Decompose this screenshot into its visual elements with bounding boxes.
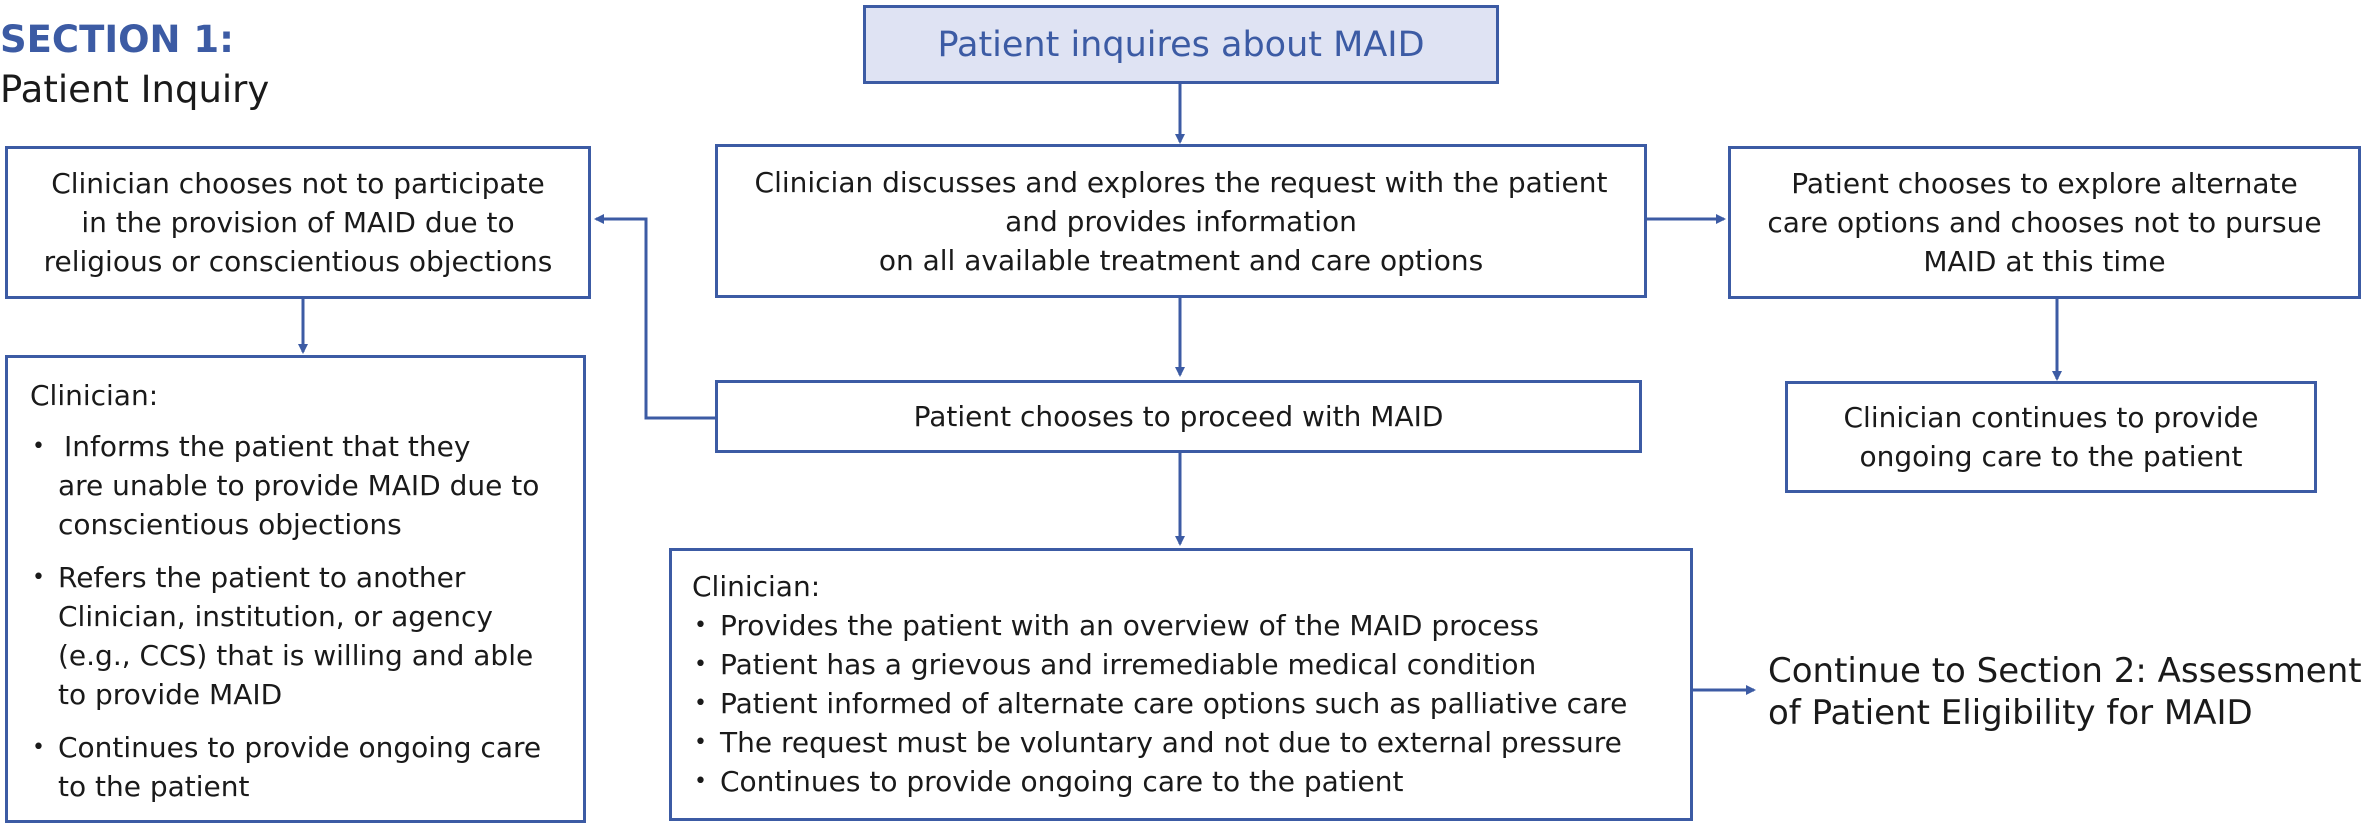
node-clinician-not-participate: Clinician chooses not to participate in … — [5, 146, 591, 299]
objector-item-2-line-3: (e.g., CCS) that is willing and able — [58, 639, 534, 672]
section-title: SECTION 1: — [0, 18, 234, 61]
node-not-participate-line-3: religious or conscientious objections — [43, 245, 553, 278]
node-clinician-discusses-line-3: on all available treatment and care opti… — [878, 243, 1484, 277]
node-alternate-line-3: MAID at this time — [1923, 245, 2166, 278]
continue-line-2: of Patient Eligibility for MAID — [1768, 693, 2253, 733]
node-alternate-line-1: Patient chooses to explore alternate — [1791, 167, 2298, 200]
node-clinician-actions: Clinician: Provides the patient with an … — [669, 548, 1693, 821]
node-objector-actions: Clinician: Informs the patient that they… — [5, 355, 586, 823]
node-patient-inquiry-text: Patient inquires about MAID — [937, 24, 1425, 65]
clinician-action-item: Patient has a grievous and irremediable … — [692, 645, 1678, 684]
node-not-participate-line-2: in the provision of MAID due to — [81, 206, 515, 239]
node-ongoing-line-1: Clinician continues to provide — [1843, 401, 2259, 434]
node-clinician-discusses: Clinician discusses and explores the req… — [715, 144, 1647, 298]
continue-line-1: Continue to Section 2: Assessment — [1768, 651, 2362, 691]
objector-item-1-line-1: Informs the patient that they — [64, 430, 471, 463]
clinician-action-item: Continues to provide ongoing care to the… — [692, 762, 1678, 801]
objector-actions-heading: Clinician: — [30, 379, 159, 412]
objector-item-1-line-2: are unable to provide MAID due to — [58, 469, 540, 502]
clinician-actions-heading: Clinician: — [692, 570, 821, 603]
objector-item-1-line-3: conscientious objections — [58, 508, 402, 541]
node-clinician-discusses-line-2: and provides information — [1005, 204, 1357, 238]
objector-action-item: Continues to provide ongoing care to the… — [30, 728, 571, 806]
node-alternate-line-2: care options and chooses not to pursue — [1767, 206, 2322, 239]
clinician-action-item: Patient informed of alternate care optio… — [692, 684, 1678, 723]
node-ongoing-line-2: ongoing care to the patient — [1859, 440, 2243, 473]
node-patient-inquiry: Patient inquires about MAID — [863, 5, 1499, 84]
objector-action-item: Informs the patient that they are unable… — [30, 427, 571, 544]
node-clinician-discusses-line-1: Clinician discusses and explores the req… — [754, 165, 1608, 199]
objector-item-2-line-2: Clinician, institution, or agency — [58, 600, 493, 633]
node-proceed-text: Patient chooses to proceed with MAID — [913, 400, 1444, 433]
arrow-proceed-to-not-participate — [594, 214, 716, 420]
node-clinician-ongoing-care: Clinician continues to provide ongoing c… — [1785, 381, 2317, 493]
continue-section-2: Continue to Section 2: Assessment of Pat… — [1768, 650, 2362, 734]
objector-item-3-line-2: to the patient — [58, 770, 250, 803]
objector-item-3-line-1: Continues to provide ongoing care — [58, 731, 542, 764]
section-subtitle: Patient Inquiry — [0, 68, 270, 111]
node-patient-alternate-care: Patient chooses to explore alternate car… — [1728, 146, 2361, 299]
node-patient-proceeds: Patient chooses to proceed with MAID — [715, 380, 1642, 453]
clinician-action-item: Provides the patient with an overview of… — [692, 606, 1678, 645]
objector-item-2-line-1: Refers the patient to another — [58, 561, 466, 594]
clinician-action-item: The request must be voluntary and not du… — [692, 723, 1678, 762]
objector-action-item: Refers the patient to another Clinician,… — [30, 558, 571, 714]
node-not-participate-line-1: Clinician chooses not to participate — [51, 167, 545, 200]
objector-item-2-line-4: to provide MAID — [58, 678, 283, 711]
